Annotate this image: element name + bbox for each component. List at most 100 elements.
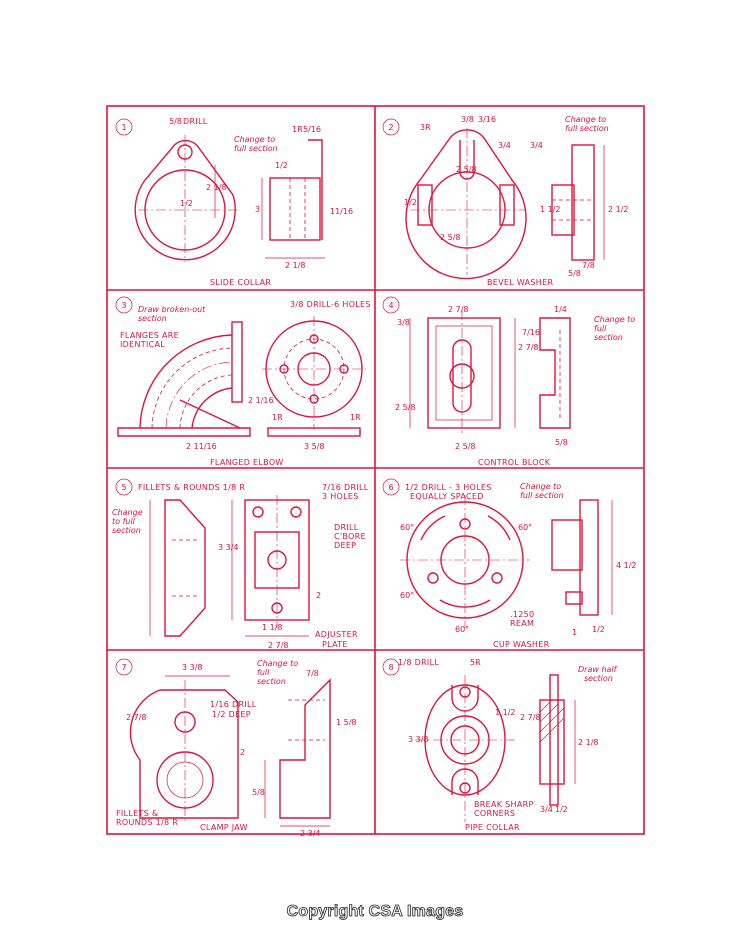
dim-text: 1 1/8 (262, 623, 283, 632)
note-text: full (257, 668, 270, 677)
elbow-hidden (179, 374, 233, 429)
note-text: 1/16 DRILL (210, 700, 257, 709)
dim-text: 2 3/4 (300, 829, 321, 838)
dim-text: 1/2 (275, 161, 288, 170)
panel-7: 7 3 3/8 2 7/8 2 1/16 DRILL 1/2 DEEP Chan… (115, 658, 357, 838)
note-text: 7/16 DRILL (322, 483, 369, 492)
dim-text: 3/4 (530, 141, 543, 150)
dim-text: 60° (518, 523, 532, 532)
panel-number: 3 (121, 301, 126, 310)
note-text: FILLETS & (116, 809, 158, 818)
dim-text: 60° (455, 625, 469, 634)
dim-text: 3 3/8 (408, 735, 429, 744)
dim-text: 7/8 (582, 261, 595, 270)
panel-number-circle (382, 296, 400, 314)
dim-text: 2 7/8 (126, 713, 147, 722)
note-text: full section (234, 144, 278, 153)
dim-text: 2 5/8 (395, 403, 416, 412)
note-text: section (584, 674, 613, 683)
note-text: 3/8 DRILL-6 HOLES (290, 300, 371, 309)
side-view-hub (551, 184, 575, 236)
base-plate (117, 427, 251, 437)
dim-text: 2 1/8 (285, 261, 306, 270)
panel-title: PIPE COLLAR (465, 823, 520, 832)
dim-text: 3R (420, 123, 431, 132)
dim-text: 1R (350, 413, 361, 422)
dim-text: 2 1/2 (608, 205, 629, 214)
copyright-text: Copyright CSA Images (286, 903, 464, 921)
panel-number-circle (115, 658, 133, 676)
dim-text: 1 1/2 (495, 708, 516, 717)
dim-text: 5R (470, 658, 481, 667)
jaw-side (279, 678, 331, 819)
dim-text: 5/8 (555, 438, 568, 447)
dim-text: 1/2 (555, 805, 568, 814)
panel-number-circle (382, 658, 400, 676)
dim-text: 60° (400, 591, 414, 600)
panel-title: CLAMP JAW (200, 823, 248, 832)
note-text: REAM (510, 619, 534, 628)
note-text: DEEP (334, 541, 356, 550)
cup-flange (579, 499, 599, 616)
jaw-outline (129, 689, 239, 819)
note-text: 1/2 DRILL - 3 HOLES (405, 483, 492, 492)
note-text: DRILL (334, 523, 359, 532)
note-text: Change to (594, 315, 635, 324)
dim-text: 2 7/8 (448, 305, 469, 314)
note-text: DRILL (183, 117, 208, 126)
dim-text: 1 5/8 (336, 718, 357, 727)
dim-text: 3 5/8 (304, 442, 325, 451)
panel-number-circle (382, 478, 400, 496)
dim-text: 11/16 (330, 207, 353, 216)
note-text: FLANGES ARE (120, 331, 179, 340)
flat (499, 184, 515, 226)
panel-title-line: ADJUSTER (315, 630, 358, 639)
panel-number: 6 (388, 483, 393, 492)
note-text: section (112, 526, 141, 535)
dim-text: 3/16 (478, 115, 496, 124)
dim-text: 3 (255, 205, 260, 214)
dim-text: 3/8 (461, 115, 474, 124)
panel-number-circle (115, 478, 133, 496)
panel-6: 6 1/2 DRILL - 3 HOLES EQUALLY SPACED 60°… (382, 478, 637, 649)
dim-text: 7/8 (306, 669, 319, 678)
note-text: C'BORE (334, 532, 366, 541)
collar-side-lug (549, 674, 559, 806)
note-text: Draw half (578, 665, 618, 674)
drill-hole (491, 572, 503, 584)
elbow-outer (139, 334, 233, 429)
panel-title-line: PLATE (322, 640, 348, 649)
panel-title: CONTROL BLOCK (478, 458, 551, 467)
panel-number-circle (115, 296, 133, 314)
dim-text: 2 7/8 (518, 343, 539, 352)
bevel-washer-outline (405, 129, 527, 280)
note-text: 1/2 DEEP (212, 710, 251, 719)
dim-text: 1/2 (404, 198, 417, 207)
note-text: to full (112, 517, 136, 526)
slot (487, 515, 511, 541)
dim-text: 5/16 (303, 125, 321, 134)
panel-2: 2 3/8 3/16 3R 3/4 3/4 2 5/8 1/2 2 5/8 1 … (382, 115, 629, 287)
dim-text: 2 (240, 748, 245, 757)
slide-collar-outline (134, 139, 236, 261)
slot (420, 515, 446, 541)
dim-text: 2 1/8 (206, 183, 227, 192)
note-text: EQUALLY SPACED (410, 492, 484, 501)
note-text: Change to (565, 115, 606, 124)
panel-number: 8 (388, 663, 393, 672)
dim-text: 2 7/8 (268, 641, 289, 650)
dim-text: 5/8 (169, 117, 182, 126)
elbow-centerline (165, 361, 233, 429)
dim-text: 2 5/8 (455, 442, 476, 451)
cup-key (565, 591, 583, 605)
flat (417, 184, 433, 226)
panel-4: 4 3/8 2 7/8 2 7/8 2 5/8 2 5/8 1/4 7/16 5… (382, 296, 635, 467)
panel-number: 7 (121, 663, 126, 672)
dim-text: 2 1/8 (578, 738, 599, 747)
dim-text: 1/2 (180, 199, 193, 208)
cup-hub (551, 519, 583, 571)
panel-title: SLIDE COLLAR (210, 278, 271, 287)
note-text: Change (112, 508, 143, 517)
dim-text: 2 (316, 591, 321, 600)
note-text: FILLETS & ROUNDS 1/8 R (138, 483, 245, 492)
